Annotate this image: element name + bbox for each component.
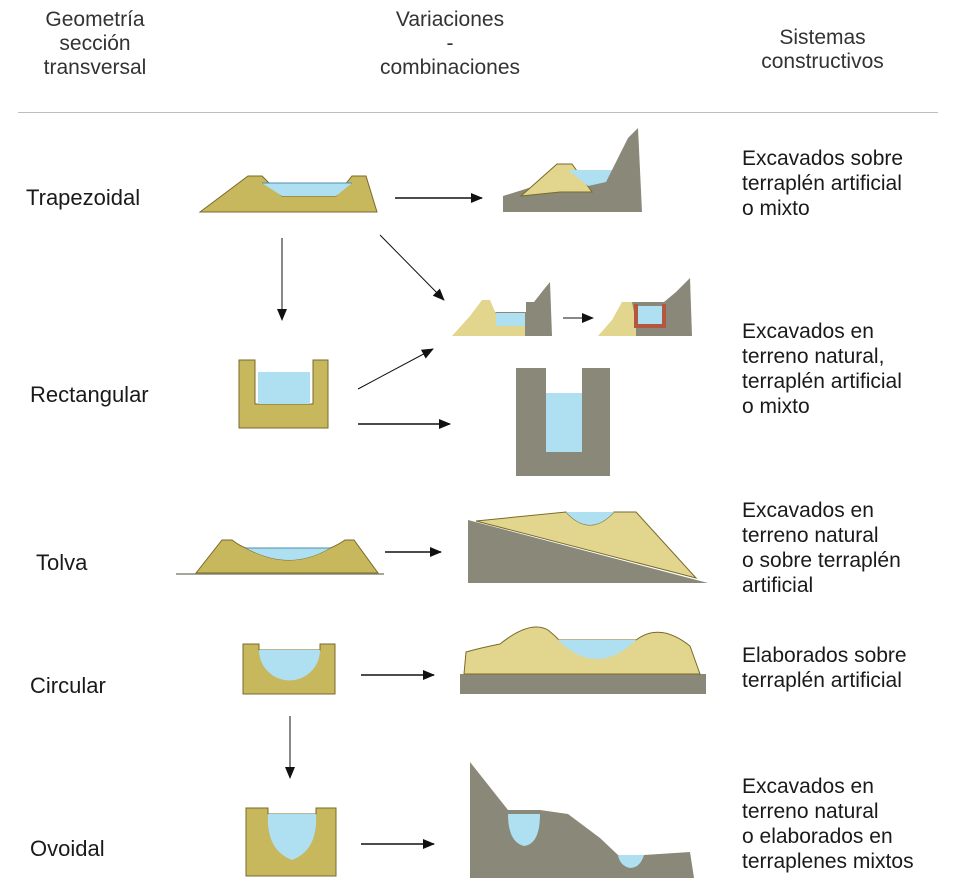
arrow-trap-diag [379,234,445,301]
header-variations: Variaciones - combinaciones [379,8,521,79]
desc-ovoidal: Excavados en terreno natural o elaborado… [742,775,914,873]
label-tolva: Tolva [36,550,88,575]
label-circular: Circular [30,673,106,698]
rectangular-section [238,359,329,429]
rectangular-lined-variation [598,278,692,336]
desc-tolva: Excavados en terreno natural o sobre ter… [742,499,901,597]
header-divider [18,112,938,113]
tolva-section [176,539,384,575]
trapezoidal-section [198,175,378,213]
tolva-variation [468,511,708,583]
label-rectangular: Rectangular [30,382,149,407]
circular-variation [460,626,706,694]
ovoidal-variation [470,762,694,878]
desc-circular: Elaborados sobre terraplén artificial [742,644,907,692]
desc-trapezoidal: Excavados sobre terraplén artificial o m… [742,147,904,220]
desc-rectangular: Excavados en terreno natural, terraplén … [742,320,902,418]
rectangular-stepped-variation [452,282,552,336]
trapezoidal-variation [503,128,642,212]
circular-section [242,643,336,695]
ovoidal-section [245,807,337,877]
rectangular-deep-variation [516,368,610,476]
header-geometry: Geometría sección transversal [43,8,147,79]
arrow-rect-up [357,348,434,390]
label-trapezoidal: Trapezoidal [26,185,141,210]
header-systems: Sistemas constructivos [761,26,884,73]
label-ovoidal: Ovoidal [30,836,105,861]
